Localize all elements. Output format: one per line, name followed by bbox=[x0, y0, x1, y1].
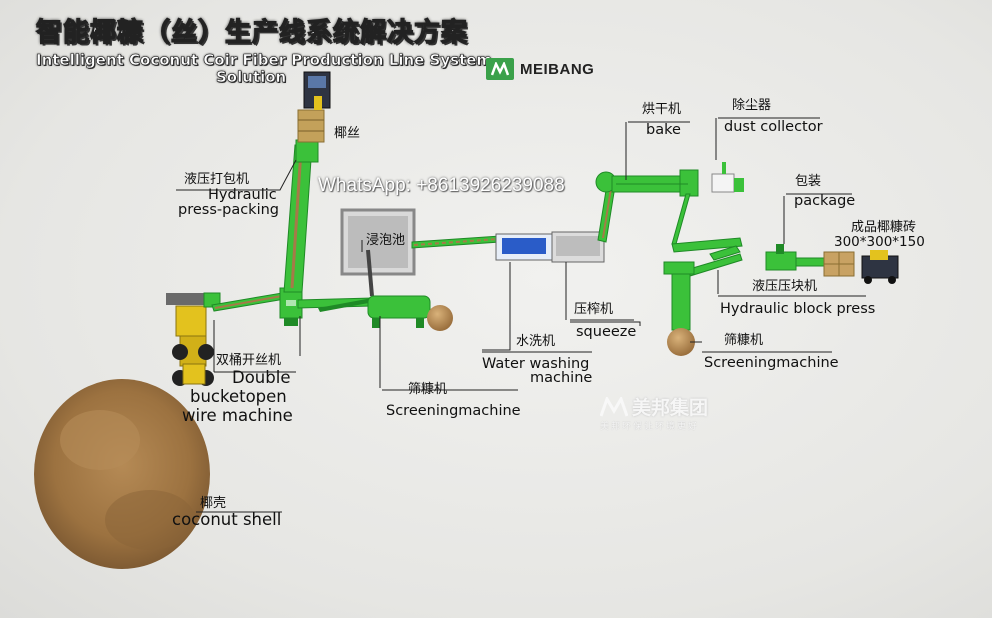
label-soak-pool-cn: 浸泡池 bbox=[366, 233, 406, 248]
label-brick-cn: 成品椰糠砖 bbox=[851, 220, 917, 235]
label-package-en: package bbox=[794, 193, 856, 209]
label-press-packing-cn: 液压打包机 bbox=[184, 172, 250, 187]
label-package-cn: 包装 bbox=[795, 174, 822, 189]
incline-conveyor-1 bbox=[211, 292, 286, 312]
label-screening2-cn: 筛糠机 bbox=[724, 333, 764, 348]
label-shell-en: coconut shell bbox=[172, 510, 282, 529]
finished-bricks bbox=[823, 251, 855, 277]
title-english-line1: Intelligent Coconut Coir Fiber Productio… bbox=[36, 51, 493, 70]
dryer bbox=[595, 169, 699, 197]
label-squeeze-en: squeeze bbox=[576, 324, 637, 340]
brand-logo-block: MEIBANG bbox=[486, 58, 594, 80]
label-screening1-cn: 筛糠机 bbox=[408, 382, 448, 397]
vertical-conveyor-press bbox=[283, 139, 319, 293]
label-bake-cn: 烘干机 bbox=[642, 102, 682, 117]
whatsapp-watermark: WhatsApp: +8613926239088 bbox=[318, 175, 565, 196]
group-name: 美邦集团 bbox=[632, 397, 709, 419]
label-dust-cn: 除尘器 bbox=[732, 98, 772, 113]
screening-machine-1 bbox=[367, 295, 453, 331]
callout-lines bbox=[176, 117, 866, 513]
title-english-line2: Solution bbox=[216, 68, 287, 87]
forklift-top bbox=[303, 71, 331, 110]
conveyor-to-washer bbox=[411, 235, 501, 249]
conveyor-to-screen1 bbox=[297, 297, 374, 312]
label-washing-en2: machine bbox=[530, 370, 593, 386]
group-slogan: 美邦环保让环境更好 bbox=[600, 422, 700, 432]
conveyor-dryer-down bbox=[671, 193, 691, 245]
label-coir-cn: 椰丝 bbox=[334, 126, 361, 141]
soak-pool bbox=[340, 208, 416, 297]
label-block-press-en: Hydraulic block press bbox=[720, 301, 876, 317]
label-squeeze-cn: 压榨机 bbox=[574, 302, 614, 317]
label-opener-en3: wire machine bbox=[182, 406, 293, 425]
coir-bale bbox=[297, 109, 325, 143]
brand-name: MEIBANG bbox=[520, 60, 595, 78]
water-washing-machine bbox=[495, 231, 605, 263]
label-bake-en: bake bbox=[646, 122, 681, 138]
forklift-right bbox=[861, 250, 899, 284]
label-press-packing-en2: press-packing bbox=[178, 202, 279, 218]
incline-conveyor-screen2 bbox=[685, 245, 743, 277]
coconut-shell-pile bbox=[34, 379, 210, 569]
label-washing-en1: Water washing bbox=[482, 356, 590, 372]
label-dust-en: dust collector bbox=[724, 119, 823, 135]
label-screening2-en: Screeningmachine bbox=[704, 355, 839, 371]
meibang-logo-icon bbox=[486, 58, 514, 80]
label-washing-cn: 水洗机 bbox=[516, 334, 556, 349]
label-opener-en2: bucketopen bbox=[190, 387, 287, 406]
screening-machine-2 bbox=[663, 261, 695, 356]
dust-collector bbox=[711, 162, 744, 193]
group-logo-icon bbox=[600, 396, 628, 416]
title-chinese: 智能椰糠（丝）生产线系统解决方案 bbox=[35, 17, 469, 48]
label-press-packing-en1: Hydraulic bbox=[208, 187, 277, 203]
label-block-press-cn: 液压压块机 bbox=[752, 279, 818, 294]
group-watermark: 美邦集团 bbox=[600, 393, 708, 420]
wheel-loader bbox=[166, 293, 214, 386]
label-brick-size: 300*300*150 bbox=[834, 234, 925, 250]
label-opener-en1: Double bbox=[232, 368, 291, 387]
distribution-conveyor bbox=[671, 237, 743, 253]
label-shell-cn: 椰壳 bbox=[200, 496, 227, 511]
feed-hopper bbox=[203, 292, 221, 308]
label-screening1-en: Screeningmachine bbox=[386, 403, 521, 419]
hydraulic-block-press bbox=[765, 244, 825, 271]
label-opener-cn: 双桶开丝机 bbox=[216, 353, 282, 368]
